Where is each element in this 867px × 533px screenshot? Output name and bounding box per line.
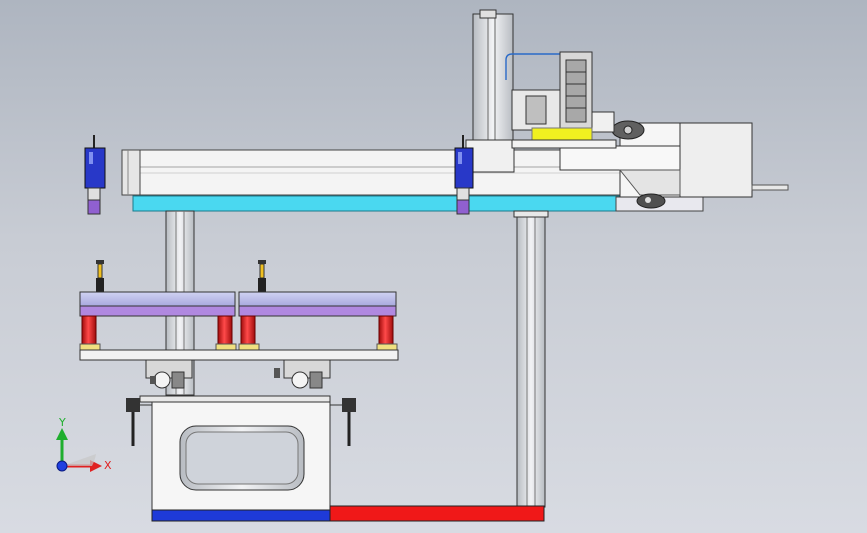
cable-line xyxy=(505,53,560,80)
motor-base-plate xyxy=(511,139,617,149)
left-side-handle[interactable] xyxy=(126,398,152,446)
x-axis-label: X xyxy=(104,459,112,472)
right-blue-gripper[interactable] xyxy=(454,135,474,215)
left-blue-gripper[interactable] xyxy=(84,135,106,215)
vertical-z-column[interactable] xyxy=(465,9,515,173)
main-horizontal-beam[interactable] xyxy=(121,149,621,196)
right-support-post xyxy=(513,210,549,508)
right-side-handle[interactable] xyxy=(330,398,356,446)
blue-base-bar xyxy=(151,509,331,522)
fixture-base-plate xyxy=(79,349,399,361)
coordinate-triad-icon: Y X xyxy=(56,416,112,472)
left-fixture-assembly[interactable] xyxy=(79,260,237,351)
right-drive-head[interactable] xyxy=(559,120,789,209)
servo-motor[interactable] xyxy=(511,51,615,133)
right-clamp-bracket[interactable] xyxy=(274,359,331,389)
red-base-bar xyxy=(329,505,545,522)
left-clamp-bracket[interactable] xyxy=(145,359,193,389)
right-fixture-assembly[interactable] xyxy=(238,260,398,351)
lower-frame xyxy=(139,395,331,513)
cyan-guide-rail xyxy=(132,195,620,212)
y-axis-label: Y xyxy=(58,416,66,429)
